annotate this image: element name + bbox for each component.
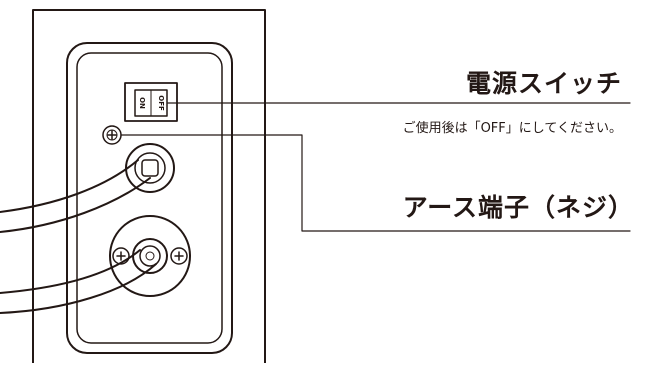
upper-cable [0, 159, 151, 233]
power-switch-icon [124, 82, 178, 122]
lower-cable [0, 249, 157, 314]
power-switch-title: 電源スイッチ [465, 69, 622, 98]
ground-screw-icon [102, 125, 122, 145]
ground-terminal-title: アース端子（ネジ） [402, 193, 634, 222]
switch-off-mark: OFF [157, 95, 165, 111]
lower-socket-icon [109, 215, 191, 297]
upper-socket-icon [125, 143, 175, 193]
cabinet-frame [32, 9, 266, 364]
panel-inner [76, 52, 223, 344]
ground-terminal-leader-line [120, 134, 631, 232]
switch-on-mark: ON [138, 97, 146, 109]
power-switch-note: ご使用後は「OFF」にしてください。 [402, 121, 622, 136]
